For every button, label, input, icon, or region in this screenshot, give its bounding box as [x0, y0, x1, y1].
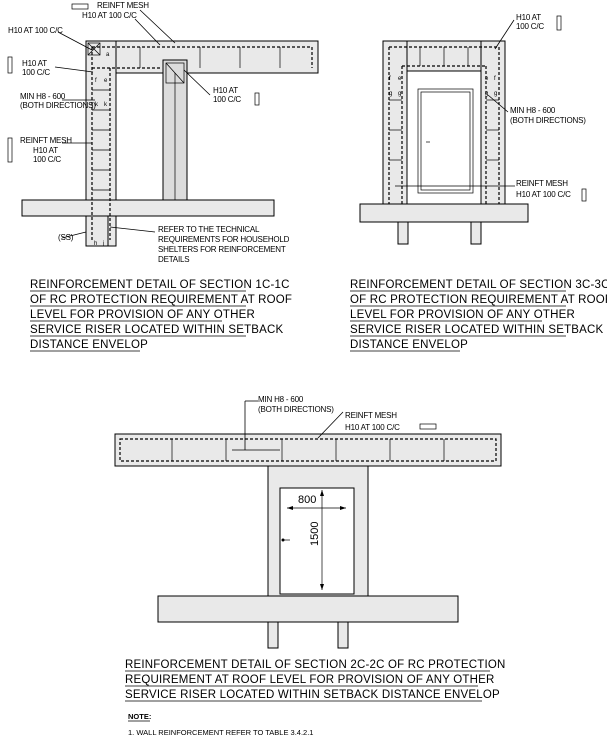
door: [417, 88, 474, 194]
pier-right: [337, 621, 349, 649]
letter-f: f: [494, 76, 496, 82]
section-1c-caption: REINFORCEMENT DETAIL OF SECTION 1C-1C OF…: [30, 279, 292, 352]
label-refer-note: DETAILS: [158, 255, 189, 264]
label-h10: H10 AT 100 C/C: [345, 423, 400, 432]
left-wall: [382, 40, 408, 210]
section-2c-links: [171, 439, 445, 461]
label-h10: H10 AT: [33, 146, 58, 155]
mesh-bar-icon: [419, 423, 437, 430]
letter-k: k: [95, 102, 99, 108]
label-h10: H10 AT 100 C/C: [82, 11, 137, 20]
caption-line: LEVEL FOR PROVISION OF ANY OTHER: [350, 309, 575, 321]
caption-line: SERVICE RISER LOCATED WITHIN SETBACK: [30, 324, 284, 336]
section-1c-drawing: a f e k k h j REINFT MESH H10 AT 100 C/C…: [7, 1, 319, 264]
section-3c-drawing: f e e f g g g g H10 AT 100 C/C MIN H8 - …: [359, 13, 587, 245]
caption-line: REINFORCEMENT DETAIL OF SECTION 3C-3C: [350, 279, 607, 291]
roof-slab: [85, 40, 319, 74]
label-both-directions: (BOTH DIRECTIONS): [258, 405, 334, 414]
label-min-h8: MIN H8 - 600: [258, 395, 304, 404]
pier-left: [397, 221, 409, 245]
letter-k2: k: [104, 102, 108, 108]
label-h10: 100 C/C: [33, 155, 61, 164]
caption-line: OF RC PROTECTION REQUIREMENT AT ROOF: [350, 294, 607, 306]
label-h10: H10 AT: [516, 13, 541, 22]
letter-a: a: [106, 52, 110, 58]
label-h10: H10 AT: [22, 59, 47, 68]
pier-left: [267, 621, 279, 649]
label-both-directions: (BOTH DIRECTIONS): [510, 116, 586, 125]
letter-j: j: [102, 241, 104, 247]
label-reinft-mesh: REINFT MESH: [516, 179, 568, 188]
caption-line: REINFORCEMENT DETAIL OF SECTION 1C-1C: [30, 279, 290, 291]
letter-e: e: [398, 76, 402, 82]
label-h10: 100 C/C: [22, 68, 50, 77]
caption-line: DISTANCE ENVELOP: [350, 339, 468, 351]
mesh-bar-icon: [254, 92, 260, 106]
floor-slab: [157, 595, 459, 623]
mesh-bar-icon: [581, 188, 587, 202]
dimension-width: 800: [298, 494, 316, 506]
caption-line: SERVICE RISER LOCATED WITHIN SETBACK DIS…: [125, 689, 500, 701]
letter-g: g: [494, 91, 497, 97]
label-both-directions: (BOTH DIRECTIONS): [20, 101, 96, 110]
label-reinft-mesh: REINFT MESH: [345, 411, 397, 420]
dimension-height: 1500: [309, 522, 321, 546]
label-refer-note: REFER TO THE TECHNICAL: [158, 225, 260, 234]
caption-line: DISTANCE ENVELOP: [30, 339, 148, 351]
letter-g: g: [389, 91, 392, 97]
label-h10: H10 AT 100 C/C: [516, 190, 571, 199]
letter-h: h: [94, 241, 97, 247]
label-min-h8: MIN H8 - 600: [20, 92, 66, 101]
mesh-bar-icon: [7, 137, 13, 163]
section-3c-links: [389, 47, 499, 161]
mesh-bar-icon: [71, 3, 89, 10]
letter-f: f: [95, 78, 97, 84]
pier-right: [470, 221, 482, 245]
caption-line: REINFORCEMENT DETAIL OF SECTION 2C-2C OF…: [125, 659, 506, 671]
label-h10: 100 C/C: [516, 22, 544, 31]
right-wall: [480, 40, 506, 210]
letter-e: e: [485, 76, 489, 82]
section-1c-links: [92, 47, 281, 191]
floor-slab: [21, 199, 275, 217]
note-heading: NOTE:: [128, 712, 151, 721]
label-refer-note: REQUIREMENTS FOR HOUSEHOLD: [158, 235, 290, 244]
letter-e: e: [104, 78, 108, 84]
label-reinft-mesh: REINFT MESH: [97, 1, 149, 10]
section-3c-caption: REINFORCEMENT DETAIL OF SECTION 3C-3C OF…: [350, 279, 607, 352]
note-item: 1. WALL REINFORCEMENT REFER TO TABLE 3.4…: [128, 728, 313, 737]
section-2c-drawing: 800 1500 MIN H8 - 600 (BOTH DIRECTIONS) …: [114, 395, 502, 649]
caption-line: LEVEL FOR PROVISION OF ANY OTHER: [30, 309, 255, 321]
label-h10: H10 AT: [213, 86, 238, 95]
label-ss: (SS): [58, 233, 74, 242]
caption-line: REQUIREMENT AT ROOF LEVEL FOR PROVISION …: [125, 674, 495, 686]
section-2c-caption: REINFORCEMENT DETAIL OF SECTION 2C-2C OF…: [125, 659, 506, 702]
label-min-h8: MIN H8 - 600: [510, 106, 556, 115]
caption-line: OF RC PROTECTION REQUIREMENT AT ROOF: [30, 294, 292, 306]
notes: NOTE: 1. WALL REINFORCEMENT REFER TO TAB…: [128, 712, 313, 737]
label-h10: 100 C/C: [213, 95, 241, 104]
letter-g: g: [485, 91, 488, 97]
label-reinft-mesh: REINFT MESH: [20, 136, 72, 145]
letter-g: g: [398, 91, 401, 97]
caption-line: SERVICE RISER LOCATED WITHIN SETBACK: [350, 324, 604, 336]
mesh-bar-icon: [556, 15, 562, 31]
label-refer-note: SHELTERS FOR REINFORCEMENT: [158, 245, 286, 254]
door-opening: [279, 487, 355, 595]
mesh-bar-icon: [7, 56, 13, 74]
floor-slab: [359, 203, 529, 223]
letter-f: f: [389, 76, 391, 82]
label-h10: H10 AT 100 C/C: [8, 26, 63, 35]
